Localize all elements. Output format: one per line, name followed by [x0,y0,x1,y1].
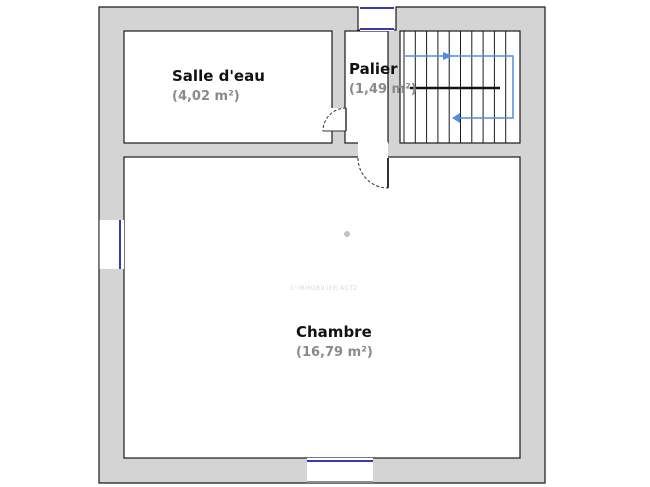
window-left [98,220,124,269]
stair-direction-arrows [405,52,514,123]
floor-chambre [123,156,521,459]
window-top [360,7,394,31]
arrow-right-icon [443,52,453,60]
doorway-palier-chambre [358,142,388,158]
room-name-chambre: Chambre [296,323,372,341]
doors [322,107,389,189]
floor-salle-d-eau [123,30,333,144]
arrow-left-icon [452,113,460,123]
room-labels: Salle d'eau (4,02 m²) Palier (1,49 m²) C… [172,60,417,360]
room-name-palier: Palier [349,60,398,78]
door-salle-d-eau [322,107,347,132]
door-chambre [357,157,389,189]
window-bottom [307,458,373,483]
doorway-salle-palier [331,108,346,131]
center-marker [344,231,350,237]
watermark: L'IMMOBILIER.ACT2 [291,285,358,292]
stair-arrow-path [405,55,514,119]
room-area-salle-d-eau: (4,02 m²) [172,89,240,104]
windows [98,7,394,483]
room-name-salle-d-eau: Salle d'eau [172,67,265,85]
room-area-palier: (1,49 m²) [349,82,417,97]
room-area-chambre: (16,79 m²) [296,345,373,360]
